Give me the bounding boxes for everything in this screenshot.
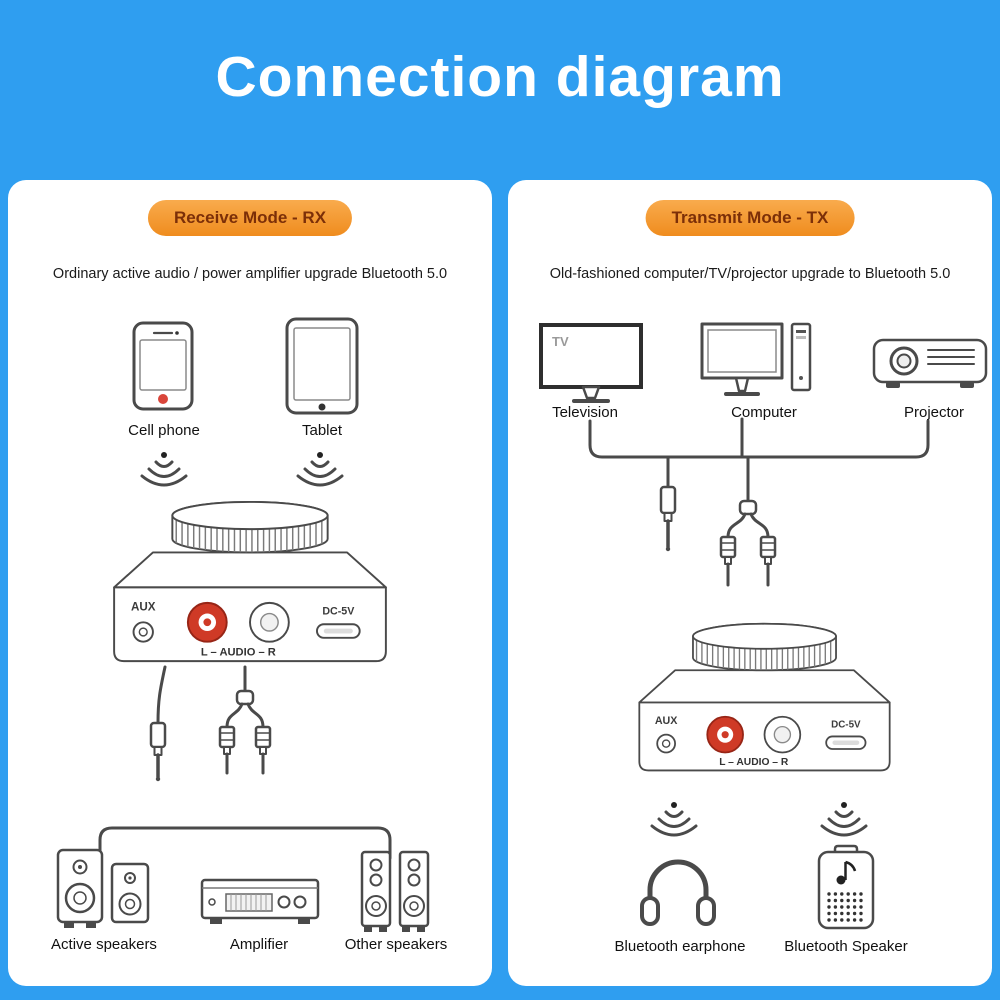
power-port-label: DC-5V bbox=[831, 720, 861, 731]
rca-red-jack-icon bbox=[186, 601, 228, 643]
aux-port-label: AUX bbox=[655, 715, 678, 727]
rca-white-jack-icon bbox=[763, 715, 802, 754]
tablet-icon bbox=[285, 317, 359, 415]
aux-cable-plug-icon bbox=[659, 455, 677, 552]
audio-adapter-illustration: AUX L – AUDIO – R DC-5V bbox=[638, 622, 891, 772]
tv-screen-text: TV bbox=[552, 334, 569, 349]
active-speakers-label: Active speakers bbox=[51, 936, 157, 953]
television-icon: TV bbox=[539, 323, 643, 403]
rca-cable-plugs-icon bbox=[719, 455, 777, 587]
other-speakers-icon bbox=[360, 850, 430, 932]
source-wiring-line bbox=[588, 419, 930, 459]
television-label: Television bbox=[552, 404, 618, 421]
bluetooth-speaker-label: Bluetooth Speaker bbox=[784, 938, 908, 955]
audio-lr-label: L – AUDIO – R bbox=[201, 646, 276, 658]
tx-cables-illustration bbox=[588, 417, 930, 587]
rx-cables-illustration bbox=[98, 665, 392, 860]
speaker-wiring-line bbox=[98, 826, 392, 860]
cell-phone-label: Cell phone bbox=[128, 422, 200, 439]
rca-white-jack-icon bbox=[249, 601, 290, 643]
music-note-icon bbox=[836, 860, 857, 885]
cell-phone-icon bbox=[132, 321, 194, 411]
wireless-waves-icon bbox=[140, 452, 188, 487]
bluetooth-speaker-icon bbox=[817, 844, 875, 930]
rca-red-jack-icon bbox=[706, 715, 744, 754]
tablet-label: Tablet bbox=[301, 422, 343, 439]
rca-cable-plugs-icon bbox=[218, 665, 272, 775]
power-port-label: DC-5V bbox=[322, 606, 355, 618]
transmit-mode-badge: Transmit Mode - TX bbox=[645, 200, 855, 236]
projector-label: Projector bbox=[903, 404, 965, 421]
wireless-waves-icon bbox=[650, 802, 698, 837]
amplifier-icon bbox=[200, 878, 320, 924]
speaker-grille-dots bbox=[827, 892, 866, 922]
receive-mode-subtitle: Ordinary active audio / power amplifier … bbox=[52, 266, 448, 282]
wireless-waves-icon bbox=[296, 452, 344, 487]
computer-icon bbox=[700, 322, 812, 396]
aux-port-label: AUX bbox=[131, 601, 156, 614]
transmit-mode-panel: Transmit Mode - TX Old-fashioned compute… bbox=[508, 180, 992, 986]
projector-icon bbox=[872, 338, 988, 388]
computer-label: Computer bbox=[731, 404, 797, 421]
bluetooth-earphone-label: Bluetooth earphone bbox=[614, 938, 746, 955]
receive-mode-panel: Receive Mode - RX Ordinary active audio … bbox=[8, 180, 492, 986]
usb-c-port-icon bbox=[316, 623, 361, 639]
aux-cable-plug-icon bbox=[149, 665, 167, 782]
receive-mode-badge: Receive Mode - RX bbox=[147, 200, 353, 236]
usb-c-port-icon bbox=[825, 735, 867, 750]
other-speakers-label: Other speakers bbox=[344, 936, 448, 953]
audio-adapter-illustration: AUX L – AUDIO – R DC-5V bbox=[113, 500, 387, 663]
transmit-mode-subtitle: Old-fashioned computer/TV/projector upgr… bbox=[549, 266, 951, 282]
wireless-waves-icon bbox=[820, 802, 868, 837]
amplifier-label: Amplifier bbox=[229, 936, 289, 953]
bluetooth-earphone-icon bbox=[640, 859, 716, 926]
active-speakers-icon bbox=[56, 848, 150, 928]
page-title: Connection diagram bbox=[215, 45, 785, 109]
audio-lr-label: L – AUDIO – R bbox=[719, 757, 789, 768]
